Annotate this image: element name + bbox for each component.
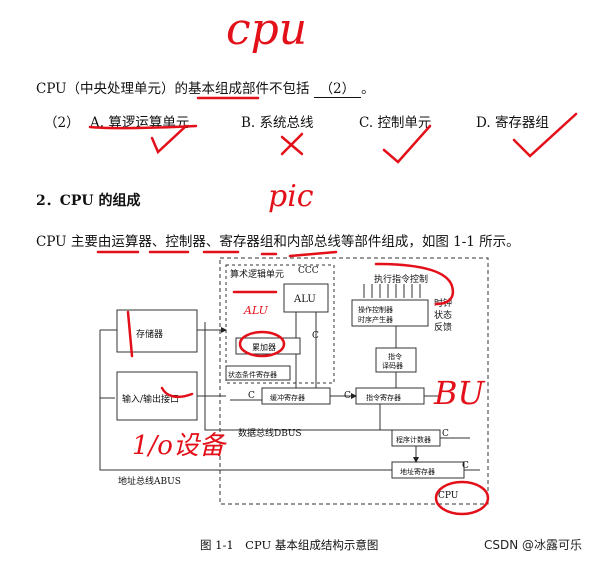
status-label: 状态 — [434, 309, 452, 321]
alu-group-label: 算术逻辑单元 — [230, 268, 284, 280]
option-b: B. 系统总线 — [241, 115, 314, 131]
feedback-label: 反馈 — [434, 321, 452, 333]
dbus-label: 数据总线DBUS — [238, 427, 302, 439]
memory-label: 存储器 — [136, 328, 163, 340]
c-label-2: C — [248, 391, 255, 401]
timing-label-1: 操作控制器 — [358, 305, 393, 314]
c-label-3: C — [344, 391, 351, 401]
decoder-label-2: 译码器 — [382, 362, 403, 370]
cpu-label: CPU — [438, 491, 459, 501]
c-label-5: C — [462, 461, 469, 471]
cpu-boundary — [219, 257, 489, 505]
status-reg-box — [225, 365, 291, 381]
status-reg-label: 状态条件寄存器 — [228, 370, 277, 379]
io-label: 输入/输出接口 — [122, 393, 179, 405]
question-stem-end: 。 — [361, 81, 375, 97]
addr-reg-label: 地址寄存器 — [400, 467, 435, 476]
section-body: CPU 主要由运算器、控制器、寄存器组和内部总线等部件组成，如图 1-1 所示。 — [36, 234, 520, 250]
question-stem: CPU（中央处理单元）的基本组成部件不包括（2）。 — [36, 77, 375, 98]
figure-caption: 图 1-1 CPU 基本组成结构示意图 — [200, 538, 379, 552]
alu-group-boundary — [225, 264, 335, 384]
exec-control-label: 执行指令控制 — [374, 273, 428, 285]
c-label-4: C — [442, 429, 449, 439]
decoder-label-1: 指令 — [388, 352, 402, 361]
timing-label-2: 时序产生器 — [358, 315, 393, 324]
c-label-1: C — [312, 331, 319, 341]
accumulator-label: 累加器 — [252, 342, 276, 352]
clock-label: 时钟 — [434, 297, 452, 309]
question-blank: （2） — [313, 77, 362, 98]
option-b-text: 系统总线 — [259, 115, 314, 131]
instr-reg-label: 指令寄存器 — [366, 393, 401, 402]
buffer-reg-label: 缓冲寄存器 — [270, 393, 305, 402]
section-title: 2．CPU 的组成 — [36, 193, 141, 209]
ccc-label: CCC — [298, 266, 319, 276]
question-number: （2） — [44, 115, 80, 131]
pc-label: 程序计数器 — [396, 435, 431, 444]
alu-label: ALU — [293, 294, 316, 305]
watermark: CSDN @冰露可乐 — [483, 538, 582, 552]
question-stem-text: CPU（中央处理单元）的基本组成部件不包括 — [36, 81, 310, 97]
abus-label: 地址总线ABUS — [118, 475, 181, 487]
alu-box — [283, 283, 329, 313]
